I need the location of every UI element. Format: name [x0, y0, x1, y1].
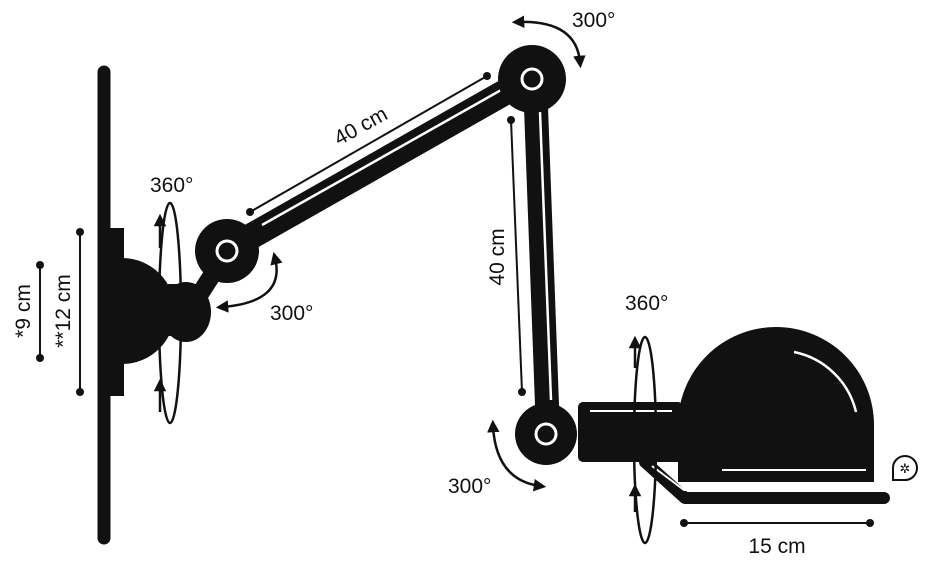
elbow-joint-ring: [520, 67, 544, 91]
upper-arm-length-label: 40 cm: [330, 102, 391, 150]
elbow-joint-label: 300°: [572, 9, 615, 32]
wrist-joint: [515, 403, 577, 465]
base-large-height-label: **12 cm: [52, 274, 75, 348]
base-large-dimension: [76, 228, 84, 396]
lamp-shade: [678, 327, 874, 482]
shade-depth-dimension: [680, 519, 874, 527]
wrist-rotation-arrow: [487, 419, 547, 492]
shade-rotation-label: 360°: [625, 292, 668, 315]
base-small-height-label: *9 cm: [12, 284, 35, 338]
shade-support-highlight: [651, 465, 878, 491]
base-small-dimension: [36, 261, 44, 362]
elbow-rotation-arrow: [511, 15, 586, 69]
elbow-joint: [498, 45, 566, 113]
sparkle-bulb-icon: ✲: [892, 455, 918, 481]
shade-rotation-ellipse: [632, 335, 658, 545]
shoulder-joint: [195, 219, 259, 283]
wall-rotation-ellipse: [157, 201, 183, 425]
svg-text:✲: ✲: [900, 462, 911, 477]
shade-support-bar: [639, 456, 890, 504]
wall-base-dome: [122, 258, 175, 364]
lower-arm-highlight: [538, 111, 553, 401]
lamp-shade-highlight: [793, 350, 858, 413]
shade-depth-label: 15 cm: [748, 535, 805, 558]
wall-rotation-label: 360°: [150, 174, 193, 197]
upper-arm-dimension: [246, 72, 491, 216]
wall-plate: [104, 228, 124, 396]
lower-arm-dimension: [507, 116, 526, 396]
shoulder-rotation-arrow: [215, 251, 283, 313]
lower-arm-length-label: 40 cm: [486, 228, 509, 285]
wrist-joint-label: 300°: [448, 475, 491, 498]
upper-arm-highlight: [261, 83, 511, 227]
lower-arm: [523, 68, 560, 444]
shoulder-joint-label: 300°: [270, 302, 313, 325]
upper-arm: [214, 65, 543, 263]
